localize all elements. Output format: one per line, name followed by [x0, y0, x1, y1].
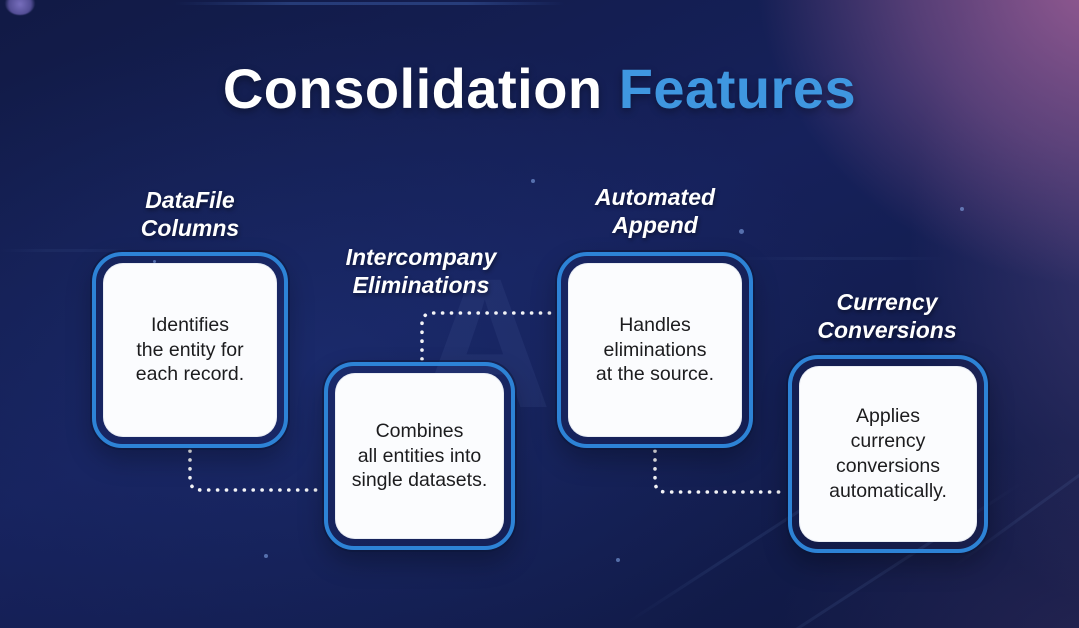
body-line: eliminations — [603, 338, 707, 361]
body-line: each record. — [135, 363, 245, 386]
background-streak — [735, 257, 945, 260]
body-line: automatically. — [829, 479, 947, 502]
background-fleck — [264, 554, 268, 558]
feature-box-currency-conversions: Applies currency conversions automatical… — [788, 355, 988, 553]
feature-heading-datafile-columns: DataFile Columns — [73, 186, 307, 242]
page-title-white: Consolidation — [222, 57, 603, 120]
feature-box-intercompany-eliminations: Combines all entities into single datase… — [324, 362, 515, 550]
feature-heading-currency-conversions: Currency Conversions — [770, 288, 1004, 344]
heading-line: DataFile — [145, 187, 235, 213]
body-line: at the source. — [595, 363, 715, 386]
feature-card-automated-append: Handles eliminations at the source. — [568, 263, 742, 437]
heading-line: Automated — [594, 184, 716, 210]
heading-line: Columns — [140, 215, 240, 242]
heading-line: Append — [612, 212, 698, 239]
feature-card-currency-conversions: Applies currency conversions automatical… — [799, 366, 977, 542]
page-title: Consolidation Features — [0, 56, 1079, 121]
feature-box-automated-append: Handles eliminations at the source. — [557, 252, 753, 448]
body-line: single datasets. — [351, 469, 488, 492]
body-line: currency — [850, 430, 926, 453]
heading-line: Currency — [836, 289, 938, 315]
body-line: Identifies — [150, 313, 230, 336]
body-line: all entities into — [357, 444, 482, 467]
connector-box3-box4 — [653, 449, 787, 494]
feature-box-datafile-columns: Identifies the entity for each record. — [92, 252, 288, 448]
background-streak — [0, 249, 130, 252]
body-line: Combines — [375, 419, 464, 442]
feature-heading-automated-append: Automated Append — [538, 183, 772, 239]
connector-box2-box3 — [420, 311, 556, 361]
top-blue-streak — [175, 2, 565, 5]
background-fleck — [531, 179, 535, 183]
body-line: conversions — [835, 455, 941, 477]
heading-line: Conversions — [817, 317, 957, 344]
page-title-accent: Features — [618, 57, 857, 120]
heading-line: Eliminations — [352, 272, 490, 299]
feature-card-intercompany-eliminations: Combines all entities into single datase… — [335, 373, 504, 539]
background-fleck — [960, 207, 964, 211]
body-line: Applies — [856, 405, 920, 428]
body-line: Handles — [619, 313, 691, 336]
feature-card-datafile-columns: Identifies the entity for each record. — [103, 263, 277, 437]
heading-line: Intercompany — [345, 244, 497, 270]
background-fleck — [616, 558, 620, 562]
corner-purple-dot — [5, 0, 35, 15]
feature-heading-intercompany-eliminations: Intercompany Eliminations — [304, 243, 538, 299]
connector-box1-box2 — [188, 449, 323, 492]
body-line: the entity for — [136, 338, 244, 361]
